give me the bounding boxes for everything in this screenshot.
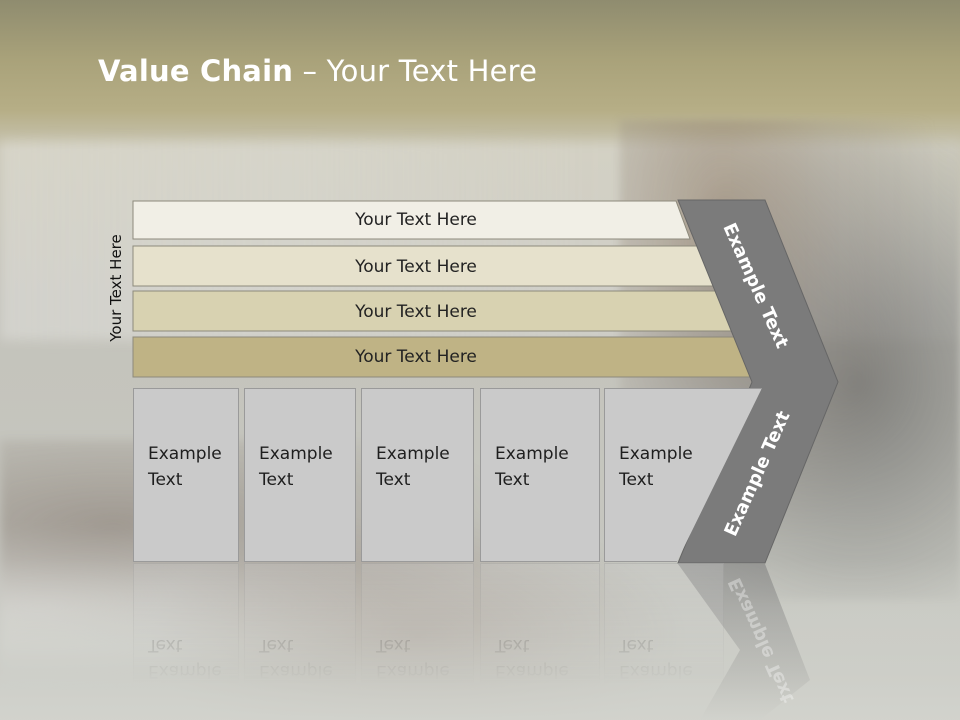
activity-box-2-reflection: Example Text	[244, 563, 356, 683]
activity-box-3-reflection: Example Text	[361, 563, 474, 683]
band-3-label: Your Text Here	[354, 347, 477, 367]
activity-box-1-reflection: Example Text	[133, 563, 239, 683]
activity-box-2-reflection-label: Example Text	[259, 635, 333, 681]
activity-box-1-label: Example Text	[148, 444, 222, 490]
activity-box-4-label: Example Text	[495, 444, 569, 490]
band-2: Your Text Here	[132, 290, 740, 332]
activity-box-2-label: Example Text	[259, 444, 333, 490]
slide-title: Value Chain – Your Text Here	[98, 54, 537, 88]
band-0-label: Your Text Here	[354, 210, 477, 230]
activity-box-3-label: Example Text	[376, 444, 450, 490]
activity-box-5-label: Example Text	[619, 444, 693, 490]
title-bold: Value Chain	[98, 54, 294, 88]
activity-box-1: Example Text	[133, 388, 239, 562]
title-rest: – Your Text Here	[293, 54, 538, 88]
activity-box-5-reflection: Example Text	[604, 563, 724, 683]
band-1-label: Your Text Here	[354, 257, 477, 277]
band-2-label: Your Text Here	[354, 302, 477, 322]
activity-box-3-reflection-label: Example Text	[376, 635, 450, 681]
activity-box-4: Example Text	[480, 388, 600, 562]
activity-box-5-reflection-label: Example Text	[619, 635, 693, 681]
band-3: Your Text Here	[132, 336, 763, 378]
activity-box-4-reflection-label: Example Text	[495, 635, 569, 681]
activity-box-3: Example Text	[361, 388, 474, 562]
band-0: Your Text Here	[132, 200, 691, 240]
band-0-shape	[132, 200, 691, 240]
band-1: Your Text Here	[132, 245, 716, 287]
activity-box-1-reflection-label: Example Text	[148, 635, 222, 681]
activity-box-4-reflection: Example Text	[480, 563, 600, 683]
activity-box-2: Example Text	[244, 388, 356, 562]
